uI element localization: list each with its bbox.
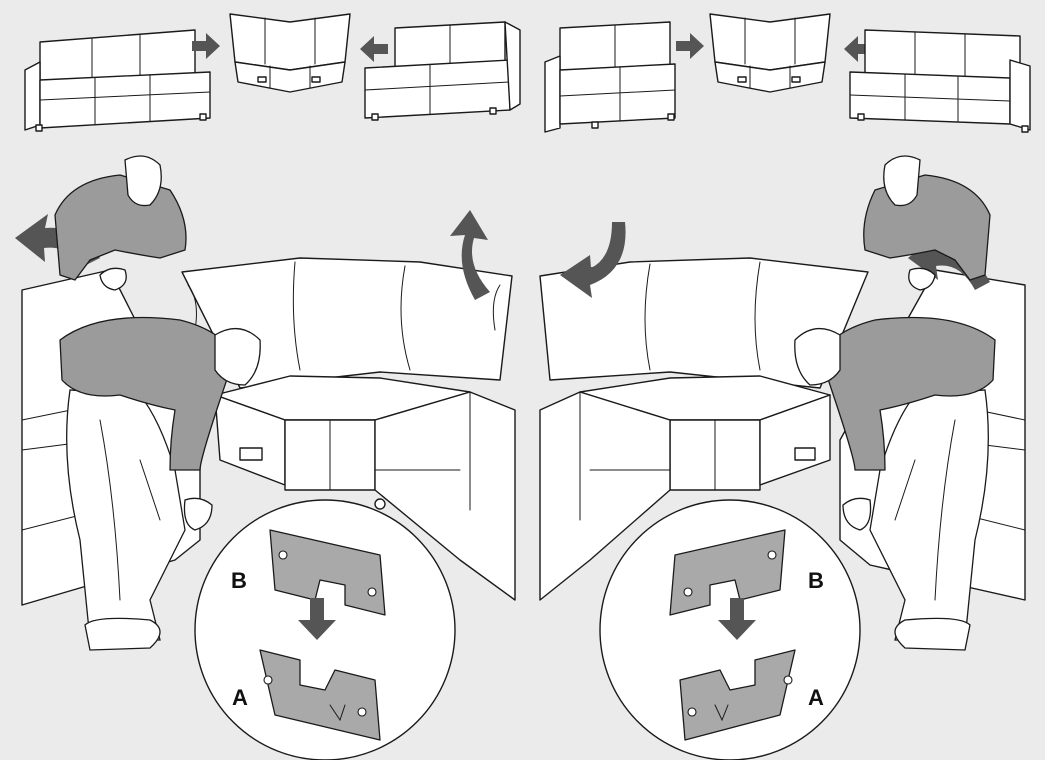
arrow-right-icon	[192, 33, 220, 59]
corner-wedge-right	[710, 14, 830, 92]
three-seat-sofa-right	[850, 30, 1030, 132]
top-right-sofa-sequence	[545, 14, 1030, 132]
label-b-right: B	[808, 568, 824, 594]
loveseat-right	[365, 22, 520, 120]
label-a-right: A	[808, 685, 824, 711]
three-seat-sofa-left	[25, 30, 210, 131]
label-b-left: B	[231, 568, 247, 594]
bracket-detail-inset-right	[600, 500, 860, 760]
person-lifting-left	[55, 156, 186, 290]
loveseat-left	[545, 22, 675, 132]
corner-wedge-left	[230, 14, 350, 92]
left-assembly-scene	[15, 156, 515, 760]
top-left-sofa-sequence	[25, 14, 520, 131]
bracket-detail-inset-left	[195, 500, 455, 760]
arrow-left-icon	[360, 36, 388, 62]
arrow-right-icon	[676, 33, 704, 59]
right-assembly-scene	[540, 156, 1025, 760]
person-lifting-right	[864, 156, 990, 290]
label-a-left: A	[232, 685, 248, 711]
